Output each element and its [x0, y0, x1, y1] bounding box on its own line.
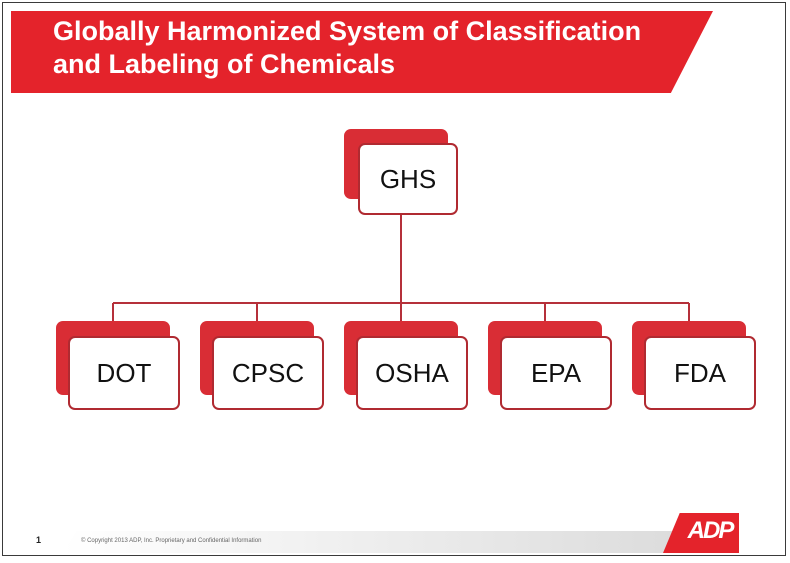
node-label: DOT: [96, 357, 152, 388]
title-banner: [11, 11, 713, 93]
node-label-box: DOT: [68, 336, 180, 410]
connector-lines: [112, 215, 690, 323]
node-label: OSHA: [375, 357, 449, 388]
node-label-box: GHS: [358, 143, 458, 215]
node-label: CPSC: [231, 357, 305, 388]
copyright-notice: © Copyright 2013 ADP, Inc. Proprietary a…: [81, 538, 262, 544]
node-label: EPA: [530, 357, 582, 388]
title-line-2: and Labeling of Chemicals: [53, 49, 396, 79]
node-label-box: OSHA: [356, 336, 468, 410]
title-line-1: Globally Harmonized System of Classifica…: [53, 16, 642, 46]
node-label: FDA: [674, 357, 726, 388]
page-number: 1: [36, 535, 42, 545]
node-label-box: FDA: [644, 336, 756, 410]
slide-frame: Globally Harmonized System of Classifica…: [2, 2, 786, 556]
node-label-box: CPSC: [212, 336, 324, 410]
slide-title: Globally Harmonized System of Classifica…: [53, 15, 693, 81]
footer-bar: [63, 531, 713, 553]
node-label: GHS: [379, 163, 437, 194]
adp-logo: ADP: [687, 517, 735, 544]
node-label-box: EPA: [500, 336, 612, 410]
